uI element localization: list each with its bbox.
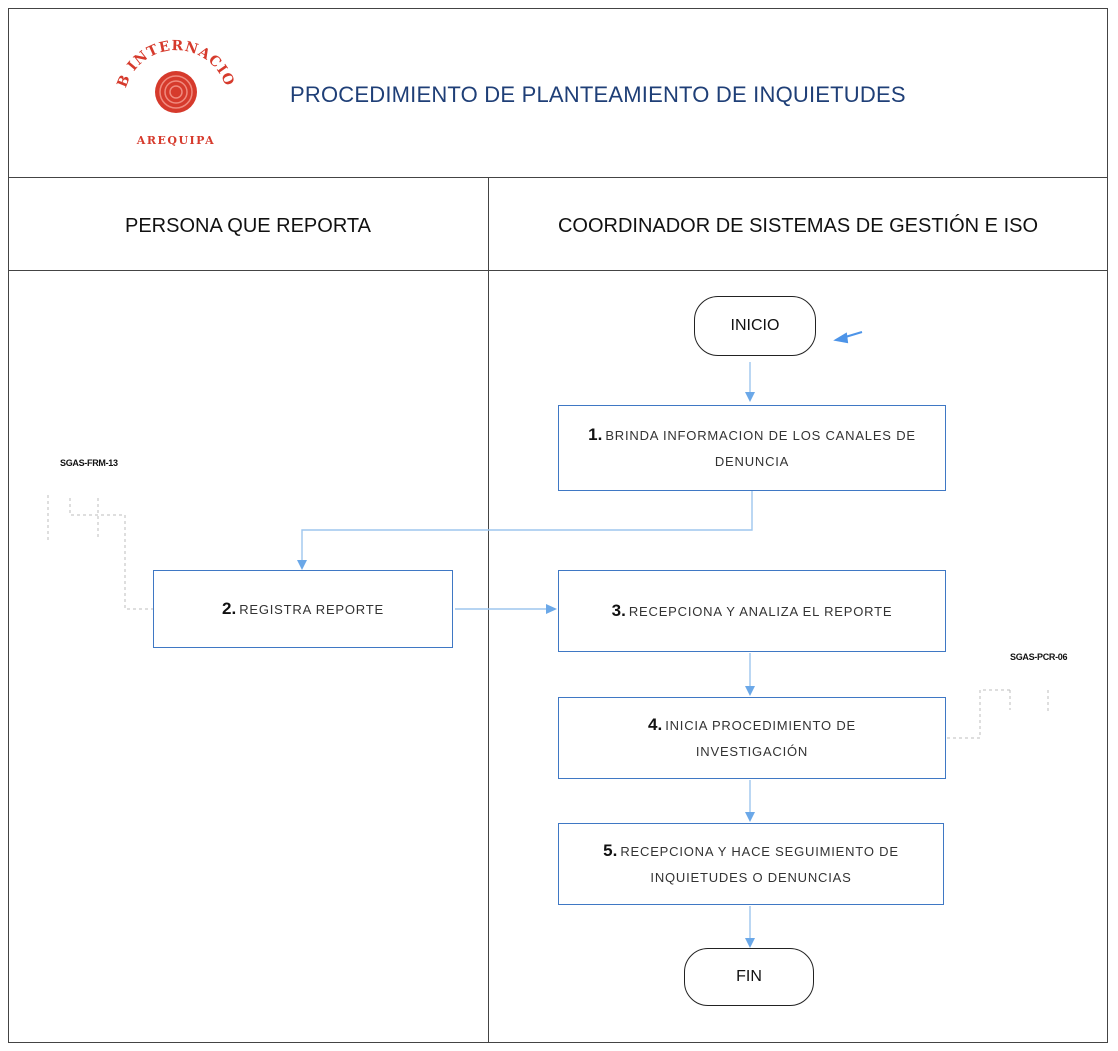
step-4-text: INICIA PROCEDIMIENTO DE INVESTIGACIÓN bbox=[665, 717, 856, 759]
step-5-number: 5. bbox=[603, 840, 618, 860]
step-3-box: 3.RECEPCIONA Y ANALIZA EL REPORTE bbox=[558, 570, 946, 652]
diagram-frame bbox=[8, 8, 1108, 1043]
step-1-text: BRINDA INFORMACION DE LOS CANALES DE DEN… bbox=[605, 427, 916, 469]
doc-ref-pcr: SGAS-PCR-06 bbox=[1010, 652, 1068, 662]
start-terminator: INICIO bbox=[694, 296, 816, 356]
step-4-number: 4. bbox=[648, 714, 663, 734]
page-title: PROCEDIMIENTO DE PLANTEAMIENTO DE INQUIE… bbox=[290, 82, 906, 107]
step-2-number: 2. bbox=[222, 598, 237, 618]
step-3-number: 3. bbox=[611, 600, 626, 620]
step-2-box: 2.REGISTRA REPORTE bbox=[153, 570, 453, 648]
header-divider bbox=[8, 177, 1108, 178]
lane-header-coordinator: COORDINADOR DE SISTEMAS DE GESTIÓN E ISO bbox=[557, 215, 1039, 237]
lane-header-divider bbox=[8, 270, 1108, 271]
svg-text:AREQUIPA: AREQUIPA bbox=[136, 134, 215, 147]
step-5-box: 5.RECEPCIONA Y HACE SEGUIMIENTO DE INQUI… bbox=[558, 823, 944, 905]
lane-header-reporter: PERSONA QUE REPORTA bbox=[125, 215, 371, 237]
club-logo: CLUB INTERNACIONAL AREQUIPA bbox=[98, 8, 245, 150]
step-4-box: 4.INICIA PROCEDIMIENTO DE INVESTIGACIÓN bbox=[558, 697, 946, 779]
end-terminator: FIN bbox=[684, 948, 814, 1006]
doc-ref-frm: SGAS-FRM-13 bbox=[60, 458, 118, 468]
step-1-box: 1.BRINDA INFORMACION DE LOS CANALES DE D… bbox=[558, 405, 946, 491]
step-1-number: 1. bbox=[588, 424, 603, 444]
step-5-text: RECEPCIONA Y HACE SEGUIMIENTO DE INQUIET… bbox=[620, 843, 899, 885]
lane-divider bbox=[488, 177, 489, 1043]
step-2-text: REGISTRA REPORTE bbox=[239, 601, 384, 617]
step-3-text: RECEPCIONA Y ANALIZA EL REPORTE bbox=[628, 603, 893, 619]
